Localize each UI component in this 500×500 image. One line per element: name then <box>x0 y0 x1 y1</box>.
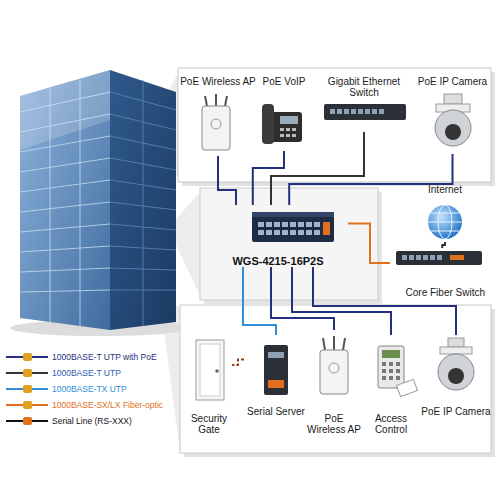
legend-row: Serial Line (RS-XXX) <box>6 414 132 428</box>
network-cable <box>289 154 452 205</box>
model-label: WGS-4215-16P2S <box>232 256 323 267</box>
legend-label: 1000BASE-TX UTP <box>52 384 127 394</box>
device-label: Security Gate <box>186 413 232 435</box>
serial-server-icon <box>264 345 288 395</box>
site-panels <box>178 68 495 457</box>
device-label: Access Control <box>365 413 417 435</box>
device-label: PoE Wireless AP <box>305 413 363 435</box>
network-cable <box>218 156 236 205</box>
legend-label: 1000BASE-SX/LX Fiber-optic <box>52 400 163 410</box>
network-cable <box>292 267 391 335</box>
legend-line-sample <box>6 352 48 362</box>
network-cable <box>253 151 284 205</box>
legend-row: 1000BASE-SX/LX Fiber-optic <box>6 398 163 412</box>
office-building <box>10 70 190 336</box>
voip-phone-icon <box>262 104 302 144</box>
device-node: PoE IP Camera <box>420 335 492 417</box>
ip-camera-icon <box>438 338 474 390</box>
device-node: PoE Wireless AP <box>305 330 363 435</box>
legend-row: 1000BASE-TX UTP <box>6 382 127 396</box>
internet-globe <box>428 205 462 239</box>
device-label: Gigabit Ethernet Switch <box>318 76 410 98</box>
ethernet-switch-icon <box>324 104 406 120</box>
device-node: Gigabit Ethernet Switch <box>318 76 410 132</box>
device-node: Core Fiber Switch <box>390 248 485 298</box>
switch-node: WGS-4215-16P2S <box>208 205 348 267</box>
security-gate-icon <box>196 340 224 400</box>
device-node: PoE IP Camera <box>415 76 490 154</box>
access-control-icon <box>378 346 418 397</box>
device-node: Access Control <box>365 335 417 435</box>
network-cable <box>271 132 364 205</box>
network-cable <box>348 224 390 263</box>
device-node: PoE VoIP <box>258 76 310 151</box>
device-node: PoE Wireless AP <box>178 76 258 156</box>
network-cable <box>442 242 445 248</box>
legend-label: 1000BASE-T UTP <box>52 368 121 378</box>
legend-line-sample <box>6 368 48 378</box>
legend-line-sample <box>6 416 48 426</box>
wgs-switch-icon <box>252 212 334 242</box>
device-label: PoE IP Camera <box>421 406 490 417</box>
device-label: Serial Server <box>247 406 305 417</box>
wireless-ap-icon <box>202 94 230 150</box>
legend-line-sample <box>6 384 48 394</box>
device-label: Internet <box>428 184 462 195</box>
device-label: PoE VoIP <box>263 76 306 87</box>
core-fiber-switch-icon <box>396 251 482 265</box>
device-node: Security Gate <box>186 335 232 435</box>
legend-label: 1000BASE-T UTP with PoE <box>52 352 157 362</box>
legend-line-sample <box>6 400 48 410</box>
network-cable <box>232 360 244 365</box>
ip-camera-icon <box>435 94 471 146</box>
network-cable <box>271 267 334 330</box>
legend-row: 1000BASE-T UTP <box>6 366 121 380</box>
device-label: PoE IP Camera <box>418 76 487 87</box>
wireless-ap-icon <box>320 336 348 394</box>
legend-label: Serial Line (RS-XXX) <box>52 416 132 426</box>
legend-row: 1000BASE-T UTP with PoE <box>6 350 157 364</box>
device-node: Serial Server <box>244 335 308 417</box>
cloud-node: Internet <box>415 184 475 242</box>
device-label: PoE Wireless AP <box>180 76 256 87</box>
network-cable <box>313 267 456 335</box>
device-label: Core Fiber Switch <box>406 287 485 298</box>
